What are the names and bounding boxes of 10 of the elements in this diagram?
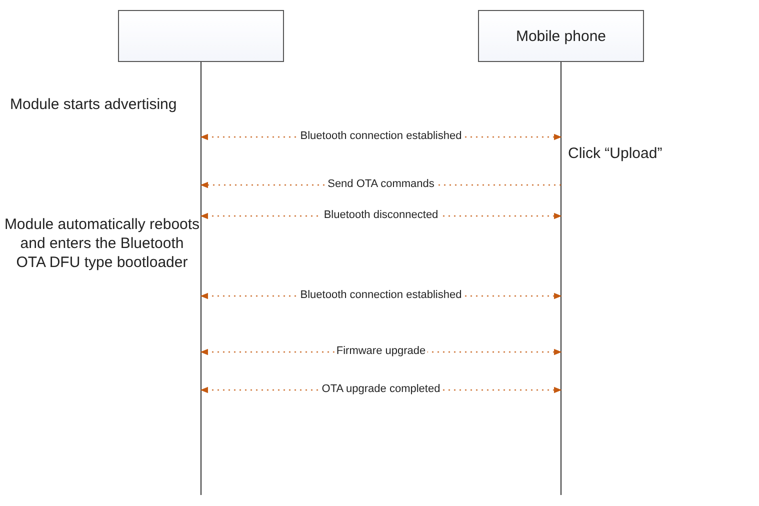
note-text: Click “Upload” <box>568 144 664 163</box>
note-text: Module automatically reboots and enters the Bluetooth OTA DFU type bootloader <box>4 215 200 272</box>
edge-label: OTA upgrade completed <box>320 383 442 395</box>
note-text: Module starts advertising <box>10 95 178 114</box>
participant-name: Mobile phone <box>516 28 606 44</box>
edge-label: Firmware upgrade <box>334 345 428 357</box>
edge-label: Bluetooth connection established <box>298 130 464 142</box>
edge-label: Bluetooth disconnected <box>322 209 440 221</box>
edge-label: Bluetooth connection established <box>298 289 464 301</box>
edge-label: Send OTA commands <box>326 178 436 190</box>
